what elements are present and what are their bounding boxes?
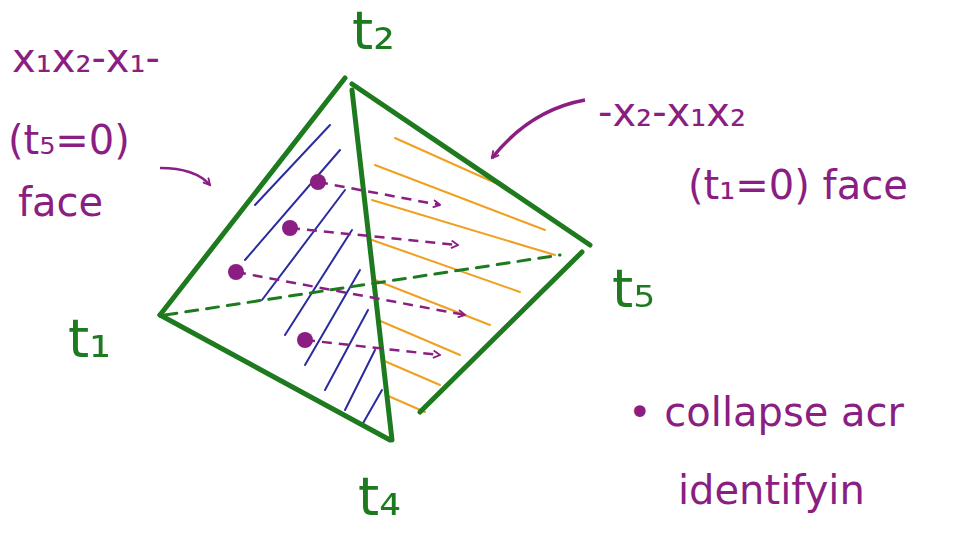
- identification-arrows: [160, 100, 585, 355]
- vertex-label: t₄: [358, 470, 401, 524]
- face-condition: (t₅=0): [8, 120, 130, 160]
- face-equation: -x₂-x₁x₂: [598, 92, 746, 132]
- vertex-label: t₅: [612, 262, 655, 316]
- vertex-label: t₁: [68, 312, 111, 366]
- identification-dots: [228, 174, 326, 348]
- simplex-edges: [160, 78, 590, 440]
- face-equation: x₁x₂-x₁-: [12, 38, 160, 78]
- face-condition: (t₁=0) face: [688, 165, 908, 205]
- vertex-label: t₂: [352, 4, 395, 58]
- note-text: • collapse acr: [628, 392, 904, 432]
- face-note: face: [18, 182, 103, 222]
- note-text: identifyin: [678, 470, 865, 510]
